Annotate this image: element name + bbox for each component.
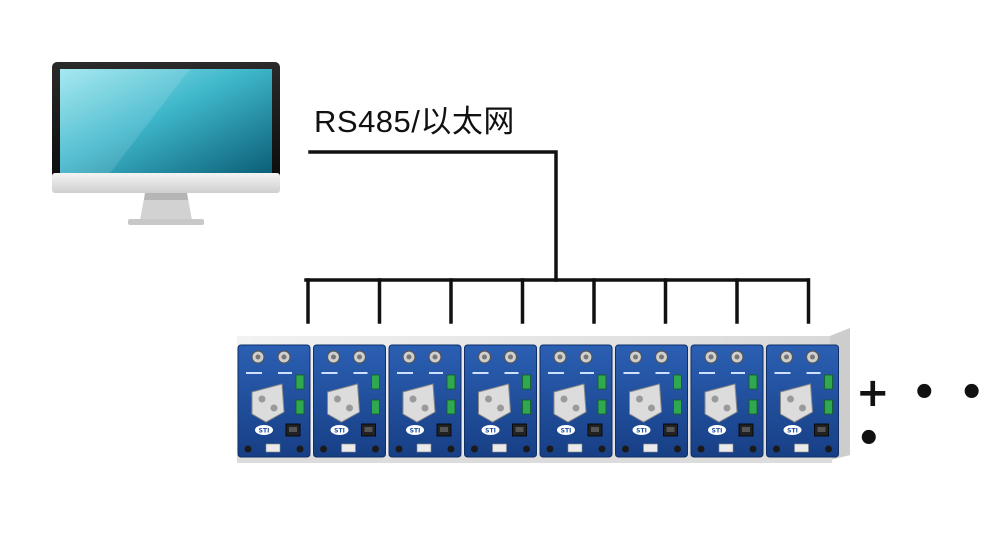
- module-logo: STI: [712, 428, 723, 435]
- more-modules-indicator: + • • •: [856, 370, 989, 462]
- module-logo: STI: [334, 428, 345, 435]
- bus-label: RS485/以太网: [314, 104, 515, 139]
- bus-line: [304, 150, 811, 324]
- module-unit: STI: [313, 344, 386, 458]
- monitor-icon: [52, 62, 280, 225]
- module-unit: STI: [539, 344, 613, 458]
- module-logo: STI: [410, 428, 421, 435]
- module-unit: STI: [615, 344, 688, 458]
- module-unit: STI: [690, 344, 764, 458]
- module-unit: STI: [388, 344, 462, 458]
- module-logo: STI: [636, 428, 647, 435]
- module-unit: STI: [464, 344, 537, 458]
- module-logo: STI: [259, 428, 270, 435]
- module-logo: STI: [787, 428, 798, 435]
- module-unit: STI: [237, 344, 311, 458]
- module-logo: STI: [485, 428, 496, 435]
- module-logo: STI: [561, 428, 572, 435]
- module-unit: STI: [766, 344, 839, 458]
